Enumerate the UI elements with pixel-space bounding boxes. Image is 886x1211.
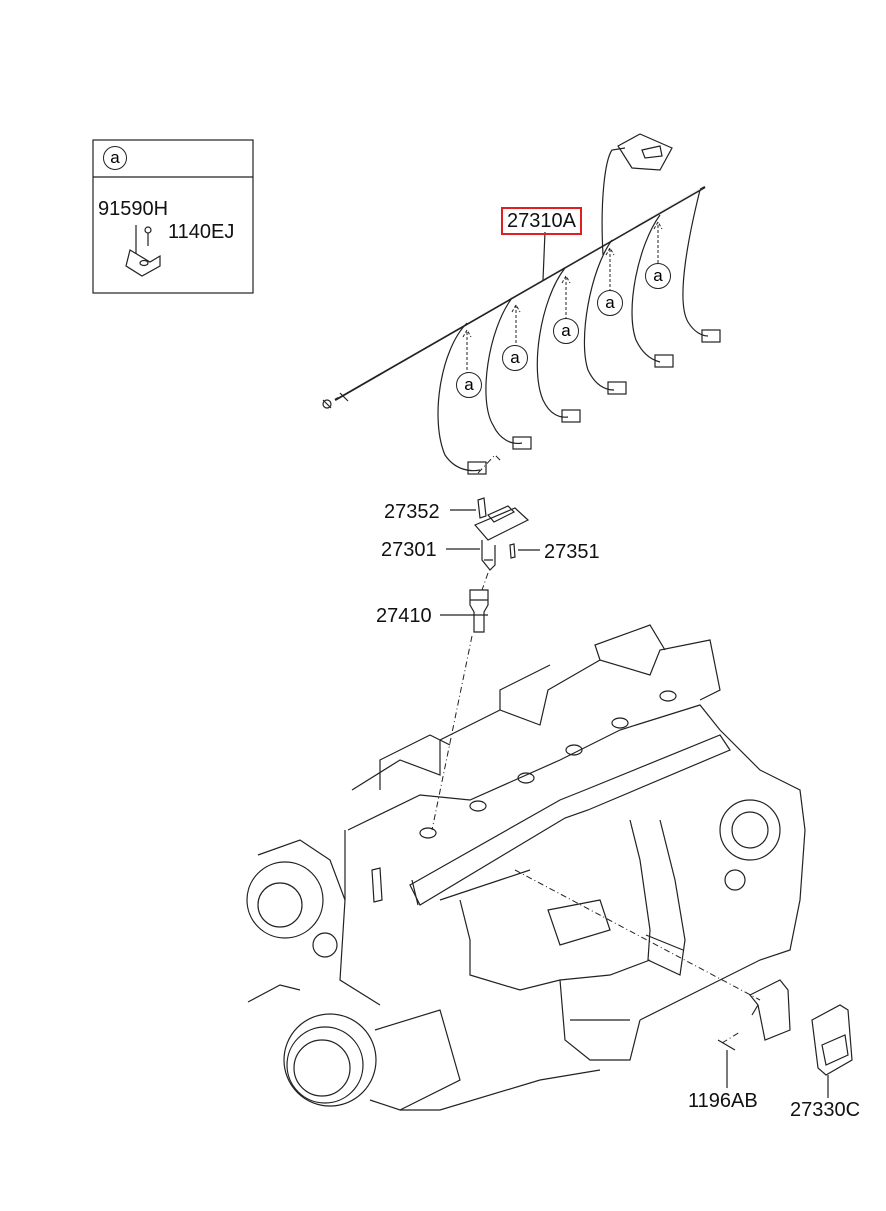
engine-block: [246, 624, 806, 1111]
wiring-harness: [322, 133, 721, 475]
clip-marker-5: a: [645, 263, 671, 289]
control-module: [811, 1004, 853, 1098]
legend-box: [92, 139, 254, 294]
clip-marker-2: a: [502, 345, 528, 371]
clip-marker-4: a: [597, 290, 623, 316]
callout-coil: 27301: [381, 539, 437, 561]
spark-plug: [431, 589, 489, 831]
ignition-coil: [446, 454, 540, 591]
legend-marker-text: a: [110, 148, 120, 167]
callout-spark-plug: 27410: [376, 605, 432, 627]
bracket: [514, 869, 791, 1088]
callout-module: 27330C: [790, 1099, 861, 1121]
callout-bracket-bolt: 1196AB: [688, 1090, 758, 1112]
callout-pin: 27351: [544, 541, 600, 563]
callout-bolt: 27352: [384, 501, 440, 523]
clip-marker-1: a: [456, 372, 482, 398]
legend-part-1140EJ: 1140EJ: [168, 221, 235, 243]
legend-marker-circle: a: [103, 146, 127, 170]
callout-harness: 27310A: [501, 207, 582, 235]
clip-marker-3: a: [553, 318, 579, 344]
legend-part-91590H: 91590H: [98, 198, 169, 220]
